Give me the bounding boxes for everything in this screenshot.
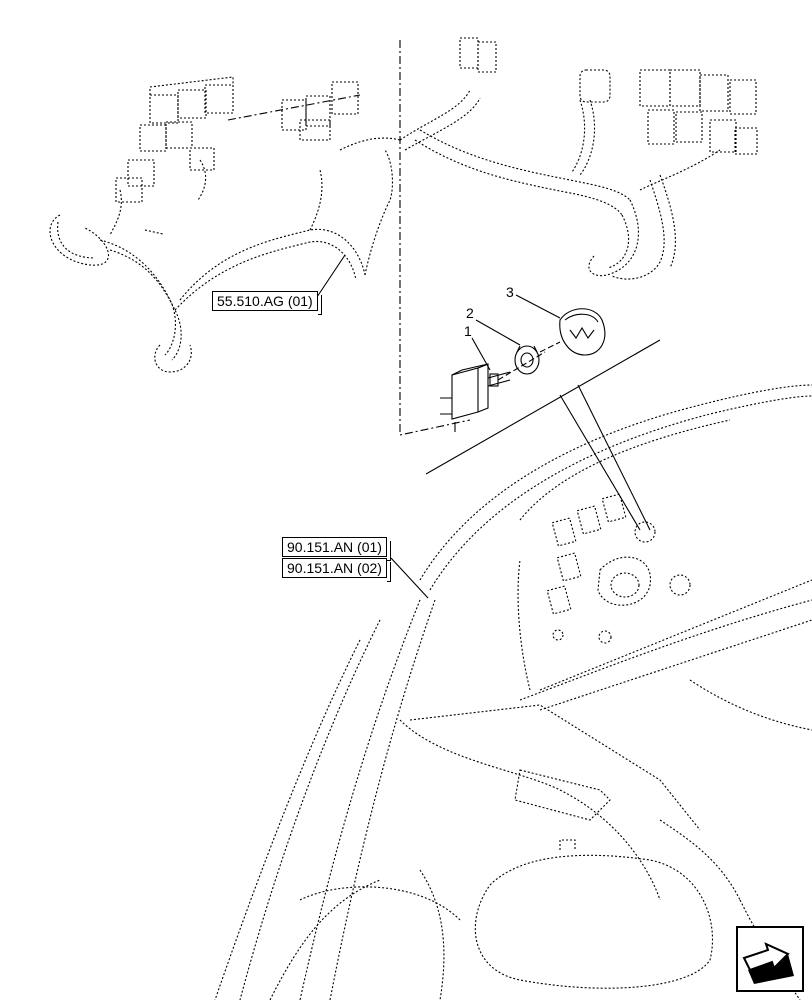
cab-dashboard (214, 384, 812, 1001)
callout-1: 1 (464, 323, 472, 339)
leader-2 (475, 319, 521, 346)
switch-assembly (440, 294, 606, 432)
dashboard-reference-link-1[interactable]: 90.151.AN (01) (282, 537, 391, 561)
leader-1 (471, 337, 491, 371)
harness-reference-link[interactable]: 55.510.AG (01) (212, 291, 322, 315)
callout-2: 2 (466, 305, 474, 321)
dash-leader-line (390, 557, 429, 599)
next-page-button[interactable] (736, 926, 804, 992)
leader-3 (515, 294, 561, 319)
harness-leader-line (314, 254, 346, 301)
next-page-arrow-icon (742, 942, 794, 984)
callout-3: 3 (506, 284, 514, 300)
dashboard-reference-link-2[interactable]: 90.151.AN (02) (282, 558, 391, 582)
section-divider (399, 40, 471, 436)
wiring-harness-right (399, 37, 758, 280)
wiring-harness-left (49, 76, 401, 373)
